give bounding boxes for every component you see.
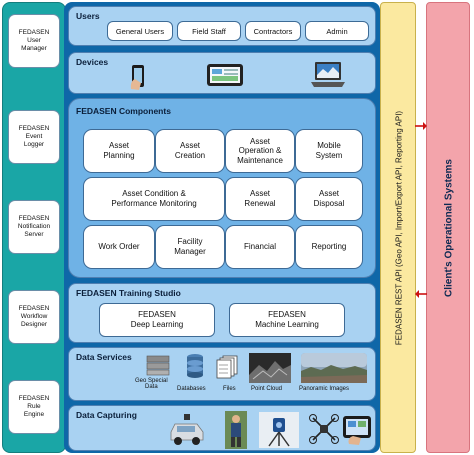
- point-cloud-icon: [249, 353, 291, 383]
- admin-box: Admin: [305, 21, 369, 41]
- mobile-system-box: Mobile System: [295, 129, 363, 173]
- panoramic-images-label: Panoramic Images: [299, 386, 350, 392]
- panoramic-image-icon: [301, 353, 367, 383]
- files-label: Files: [223, 386, 236, 392]
- surveyor-icon: [225, 411, 247, 449]
- workflow-designer-box: FEDASEN Workflow Designer: [8, 290, 60, 344]
- components-title: FEDASEN Components: [76, 106, 171, 116]
- rest-api-bar: FEDASEN REST API (Geo API, Import/Export…: [380, 2, 416, 453]
- client-systems-label: Client's Operational Systems: [443, 159, 455, 297]
- devices-title: Devices: [76, 57, 109, 67]
- asset-operation-maintenance-box: Asset Operation & Maintenance: [225, 129, 295, 173]
- data-services-title: Data Services: [76, 352, 132, 362]
- users-section: Users General Users Field Staff Contract…: [68, 6, 376, 46]
- asset-renewal-box: Asset Renewal: [225, 177, 295, 221]
- tablet-icon: [207, 64, 243, 86]
- drone-icon: [309, 414, 339, 444]
- rule-engine-box: FEDASEN Rule Engine: [8, 380, 60, 434]
- files-icon: [216, 355, 238, 379]
- rest-api-label: FEDASEN REST API (Geo API, Import/Export…: [394, 110, 404, 346]
- data-capturing-section: Data Capturing: [68, 405, 376, 451]
- tablet-app-icon: [343, 416, 371, 445]
- user-manager-box: FEDASEN User Manager: [8, 14, 60, 68]
- data-services-section: Data Services Geo Special Data Databases…: [68, 347, 376, 401]
- general-users-box: General Users: [107, 21, 173, 41]
- machine-learning-box: FEDASEN Machine Learning: [229, 303, 345, 337]
- components-section: FEDASEN Components Asset Planning Asset …: [68, 98, 376, 278]
- deep-learning-box: FEDASEN Deep Learning: [99, 303, 215, 337]
- client-systems-bar: Client's Operational Systems: [426, 2, 470, 453]
- geo-data-icon: [146, 355, 170, 376]
- users-title: Users: [76, 11, 100, 21]
- notification-server-box: FEDASEN Notification Server: [8, 200, 60, 254]
- event-logger-box: FEDASEN Event Logger: [8, 110, 60, 164]
- arrow-right-icon: [415, 122, 427, 130]
- asset-condition-monitoring-box: Asset Condition & Performance Monitoring: [83, 177, 225, 221]
- field-staff-box: Field Staff: [177, 21, 241, 41]
- scanner-icon: [259, 412, 299, 448]
- work-order-box: Work Order: [83, 225, 155, 269]
- asset-creation-box: Asset Creation: [155, 129, 225, 173]
- databases-label: Databases: [177, 386, 206, 392]
- laptop-icon: [311, 62, 345, 87]
- arrow-left-icon: [415, 290, 427, 298]
- reporting-box: Reporting: [295, 225, 363, 269]
- financial-box: Financial: [225, 225, 295, 269]
- devices-section: Devices: [68, 52, 376, 94]
- training-studio-section: FEDASEN Training Studio FEDASEN Deep Lea…: [68, 283, 376, 343]
- database-icon: [187, 354, 203, 378]
- contractors-box: Contractors: [245, 21, 301, 41]
- geo-data-label: Geo Special Data: [135, 378, 168, 390]
- data-capturing-title: Data Capturing: [76, 410, 137, 420]
- facility-manager-box: Facility Manager: [155, 225, 225, 269]
- asset-planning-box: Asset Planning: [83, 129, 155, 173]
- mapping-car-icon: [170, 414, 204, 445]
- training-studio-title: FEDASEN Training Studio: [76, 288, 181, 298]
- asset-disposal-box: Asset Disposal: [295, 177, 363, 221]
- smartphone-icon: [130, 65, 144, 90]
- point-cloud-label: Point Cloud: [251, 386, 283, 392]
